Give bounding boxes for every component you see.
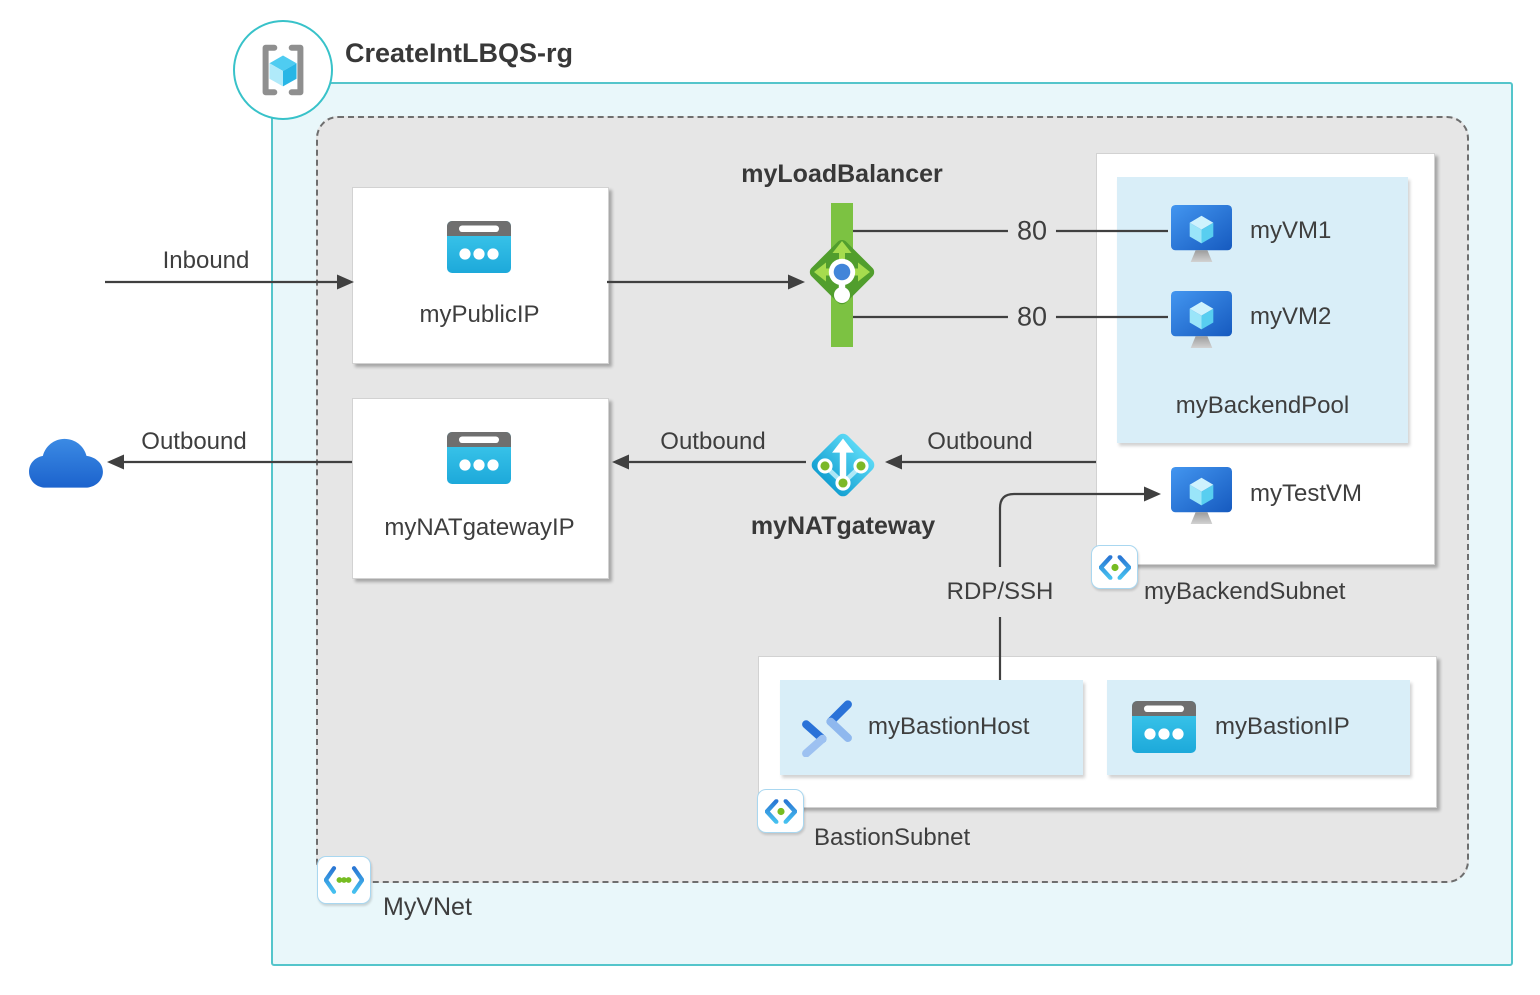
bastion-host-box bbox=[780, 680, 1083, 775]
virtual-machine-icon bbox=[1170, 290, 1233, 351]
vnet-label: MyVNet bbox=[383, 893, 472, 921]
outbound-backend-label: Outbound bbox=[927, 428, 1033, 455]
load-balancer-label: myLoadBalancer bbox=[741, 160, 943, 188]
resource-group-icon bbox=[233, 20, 333, 120]
nat-gateway-label: myNATgateway bbox=[750, 512, 936, 540]
internet-cloud-icon bbox=[28, 432, 106, 495]
subnet-icon bbox=[757, 789, 804, 833]
bastion-icon bbox=[802, 700, 852, 757]
nat-gateway-ip-label: myNATgatewayIP bbox=[384, 514, 575, 541]
public-ip-node bbox=[352, 187, 609, 364]
test-vm-label: myTestVM bbox=[1250, 480, 1363, 507]
vnet-glyph bbox=[324, 866, 364, 894]
outbound-cloud-label: Outbound bbox=[141, 428, 247, 455]
public-ip-icon bbox=[1132, 701, 1196, 753]
nat-gateway-icon bbox=[811, 433, 875, 497]
resource-group-title: CreateIntLBQS-rg bbox=[345, 38, 574, 68]
bastion-host-label: myBastionHost bbox=[868, 713, 1030, 740]
backend-pool-label: myBackendPool bbox=[1175, 392, 1350, 419]
rdp-ssh-label: RDP/SSH bbox=[946, 578, 1054, 605]
virtual-machine-icon bbox=[1170, 204, 1233, 265]
outbound-nat-label: Outbound bbox=[660, 428, 766, 455]
nat-gateway-ip-node bbox=[352, 398, 609, 579]
bastion-ip-label: myBastionIP bbox=[1215, 713, 1350, 740]
vnet-icon bbox=[317, 856, 371, 904]
subnet-icon bbox=[1091, 545, 1138, 589]
bastion-subnet-label: BastionSubnet bbox=[814, 824, 971, 851]
vm2-label: myVM2 bbox=[1250, 303, 1332, 330]
arrowhead-to-cloud bbox=[107, 454, 124, 470]
load-balancer-icon bbox=[809, 203, 875, 347]
backend-pool-box bbox=[1117, 177, 1408, 443]
vm1-label: myVM1 bbox=[1250, 217, 1332, 244]
public-ip-icon bbox=[447, 432, 511, 484]
inbound-label: Inbound bbox=[162, 247, 250, 274]
port-80-vm1-label: 80 bbox=[1007, 215, 1057, 247]
resource-group-glyph bbox=[262, 44, 304, 96]
port-80-vm2-label: 80 bbox=[1007, 301, 1057, 333]
public-ip-icon bbox=[447, 221, 511, 273]
public-ip-label: myPublicIP bbox=[419, 301, 540, 328]
virtual-machine-icon bbox=[1170, 466, 1233, 527]
backend-subnet-label: myBackendSubnet bbox=[1144, 578, 1346, 605]
